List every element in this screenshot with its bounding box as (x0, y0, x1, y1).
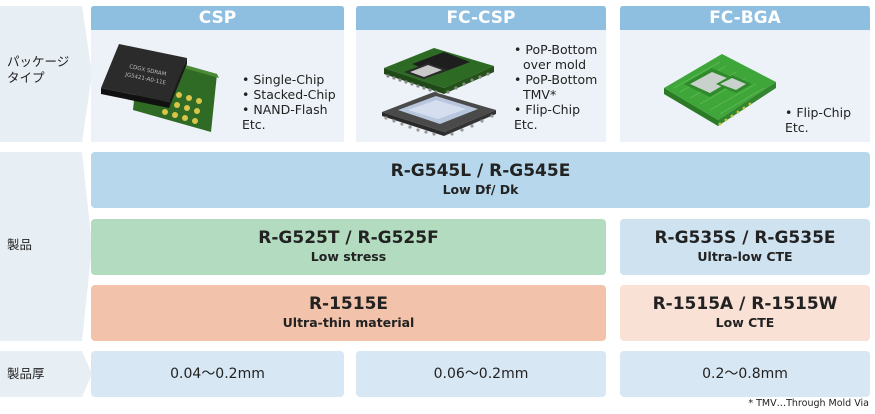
fc-csp-pop-image (382, 48, 496, 136)
fc-bga-bullets: Flip-Chip Etc. (785, 105, 851, 135)
product-feature: Low CTE (715, 315, 775, 330)
row-label-thickness: 製品厚 (7, 366, 45, 381)
thickness-fc-bga: 0.2～0.8mm (620, 351, 870, 397)
csp-chip-image: CDGX SDRAM JG5421-A0-11E (101, 44, 219, 132)
product-r-1515a: R-1515A / R-1515W Low CTE (620, 285, 870, 341)
row-label-arrow (82, 152, 92, 341)
product-r-1515e: R-1515E Ultra-thin material (91, 285, 606, 341)
column-header-csp: CSP (91, 6, 344, 30)
footnote-tmv: * TMV…Through Mold Via (748, 398, 869, 409)
product-feature: Ultra-thin material (282, 315, 415, 330)
row-label-thickness-bg (0, 351, 92, 397)
column-fc-csp: FC-CSP PoP-Bottom over mold PoP-Bottom T… (356, 6, 606, 142)
row-label-package-type-bg (0, 6, 92, 142)
column-csp: CSP CDGX SDRAM JG5421-A0-11E Single-Chip… (91, 6, 344, 142)
solder-pads (718, 102, 752, 126)
product-r-g545: R-G545L / R-G545E Low Df/ Dk (91, 152, 870, 208)
bullet-item: Flip-Chip (514, 102, 597, 117)
bullet-item-continued: TMV* (523, 87, 557, 102)
product-r-g535: R-G535S / R-G535E Ultra-low CTE (620, 219, 870, 275)
bullet-item: PoP-Bottom (514, 72, 597, 87)
thickness-csp: 0.04～0.2mm (91, 351, 344, 397)
row-label-products: 製品 (7, 237, 33, 252)
product-r-g525: R-G525T / R-G525F Low stress (91, 219, 606, 275)
solder-balls (384, 114, 494, 136)
fc-bga-board-image (664, 54, 776, 126)
solder-balls (386, 72, 490, 94)
thickness-fc-csp: 0.06～0.2mm (356, 351, 606, 397)
column-fc-bga: FC-BGA Flip-Chip Etc. (620, 6, 870, 142)
bullet-item-continued: over mold (523, 57, 587, 72)
bullet-item: Flip-Chip (785, 105, 851, 120)
product-name: R-G545L / R-G545E (390, 161, 571, 181)
bullet-etc: Etc. (242, 117, 266, 132)
bullet-item: Stacked-Chip (242, 87, 335, 102)
product-feature: Low stress (310, 249, 387, 264)
product-name: R-1515E (308, 294, 389, 314)
product-feature: Low Df/ Dk (442, 182, 519, 197)
column-header-fc-csp: FC-CSP (356, 6, 606, 30)
column-header-fc-bga: FC-BGA (620, 6, 870, 30)
product-feature: Ultra-low CTE (697, 249, 793, 264)
bullet-item: NAND-Flash (242, 102, 336, 117)
bullet-item: Single-Chip (242, 72, 336, 87)
product-name: R-G525T / R-G525F (258, 228, 439, 248)
row-label-package-type: パッケージ タイプ (7, 54, 70, 85)
row-label-arrow (82, 6, 92, 142)
bullet-etc: Etc. (785, 120, 809, 135)
row-label-arrow (82, 351, 92, 397)
csp-bullets: Single-Chip Stacked-Chip NAND-Flash Etc. (242, 72, 336, 132)
row-label-products-bg (0, 152, 92, 341)
fc-csp-bullets: PoP-Bottom over mold PoP-Bottom TMV* Fli… (514, 42, 597, 132)
product-name: R-1515A / R-1515W (652, 294, 838, 314)
bullet-item: PoP-Bottom (514, 42, 597, 57)
bullet-etc: Etc. (514, 117, 538, 132)
product-name: R-G535S / R-G535E (654, 228, 836, 248)
